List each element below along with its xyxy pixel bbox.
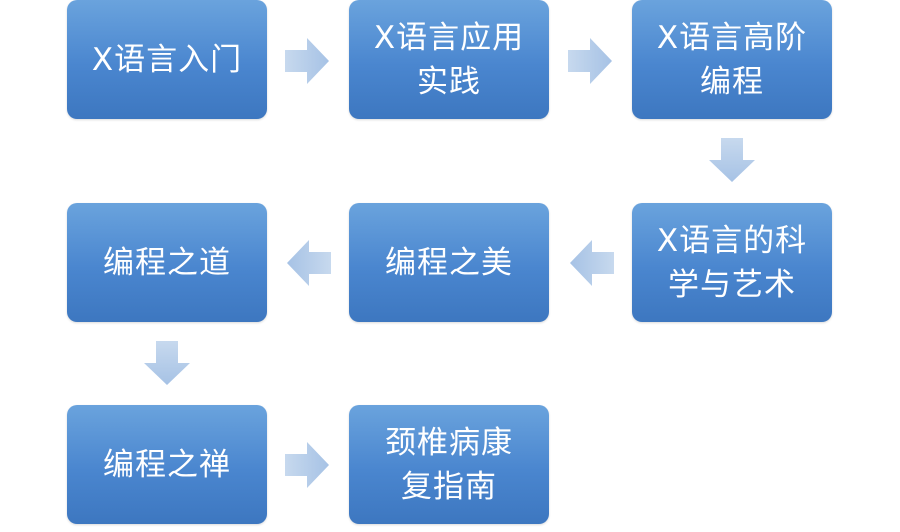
- flow-node-x-intro: X语言入门: [67, 0, 267, 119]
- node-label: 编程之禅: [103, 446, 231, 483]
- node-label: X语言应用 实践: [373, 19, 525, 100]
- right-arrow-icon: [285, 38, 329, 84]
- down-arrow-icon: [144, 341, 190, 385]
- flow-node-way-of-programming: 编程之道: [67, 203, 267, 322]
- node-label: X语言的科 学与艺术: [656, 222, 808, 303]
- flow-node-x-science-art: X语言的科 学与艺术: [632, 203, 832, 322]
- flow-node-x-advanced: X语言高阶 编程: [632, 0, 832, 119]
- down-arrow-icon: [709, 138, 755, 182]
- right-arrow-icon: [285, 442, 329, 488]
- node-label: 编程之道: [103, 244, 231, 281]
- node-label: 颈椎病康 复指南: [385, 424, 513, 505]
- flow-node-x-practice: X语言应用 实践: [349, 0, 549, 119]
- right-arrow-icon: [568, 38, 612, 84]
- left-arrow-icon: [287, 240, 331, 286]
- node-label: X语言高阶 编程: [656, 19, 808, 100]
- flow-node-beauty-of-programming: 编程之美: [349, 203, 549, 322]
- flow-node-zen-of-programming: 编程之禅: [67, 405, 267, 524]
- flow-node-neck-recovery-guide: 颈椎病康 复指南: [349, 405, 549, 524]
- node-label: 编程之美: [385, 244, 513, 281]
- node-label: X语言入门: [91, 41, 243, 78]
- left-arrow-icon: [570, 240, 614, 286]
